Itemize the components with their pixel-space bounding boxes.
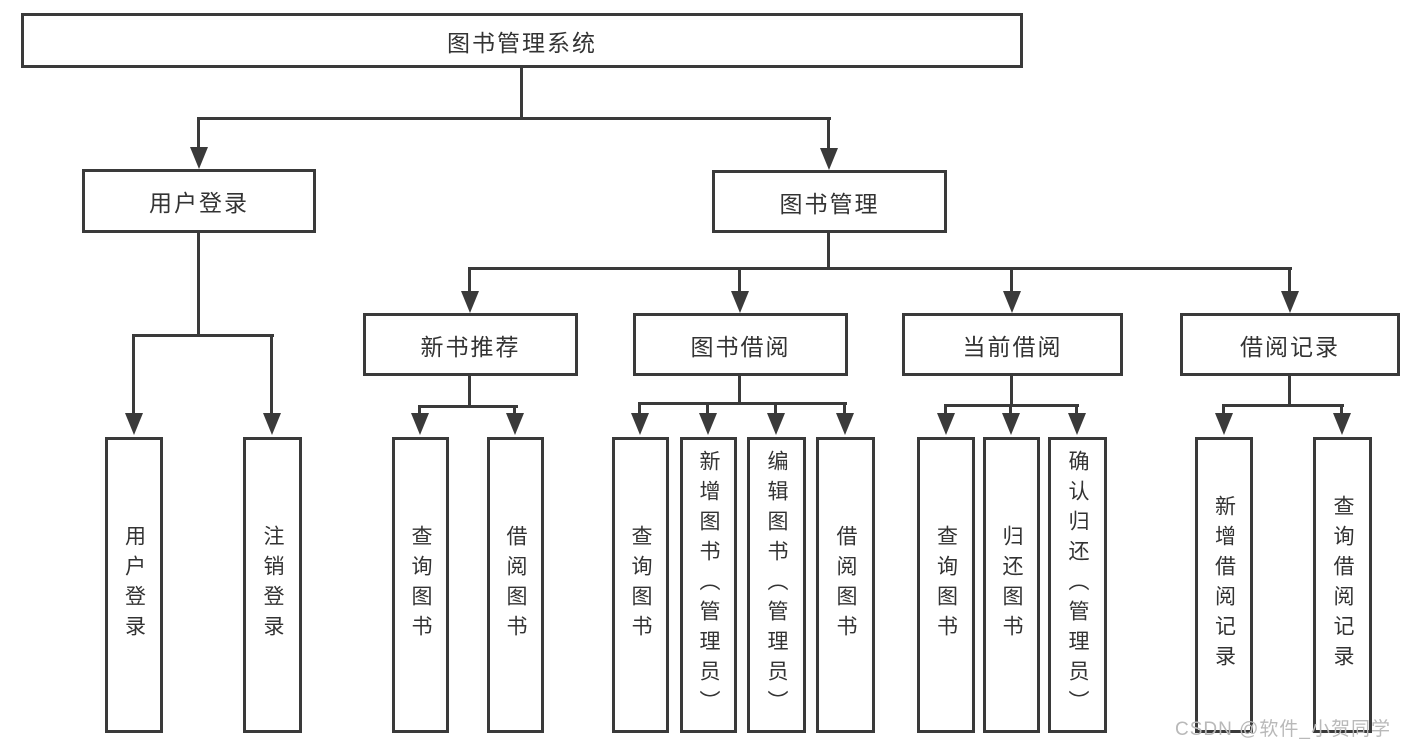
connector-line	[944, 404, 947, 415]
leaf-logout: 注销登录	[243, 437, 302, 733]
node-label: 当前借阅	[962, 333, 1063, 360]
arrow-down-icon	[836, 413, 854, 435]
arrow-down-icon	[1333, 413, 1351, 435]
connector-line	[1075, 404, 1078, 415]
node-label: 图书管理系统	[447, 29, 597, 56]
leaf-edit-book-admin: 编辑图书（管理员）	[747, 437, 806, 733]
arrow-down-icon	[699, 413, 717, 435]
node-label: 图书借阅	[690, 333, 791, 360]
connector-line	[827, 233, 830, 270]
leaf-borrow-books-borrowing: 借阅图书	[816, 437, 875, 733]
connector-line	[520, 68, 523, 118]
connector-line	[197, 233, 200, 337]
arrow-down-icon	[631, 413, 649, 435]
connector-line	[638, 402, 847, 405]
connector-line	[1010, 267, 1013, 293]
node-label: 编辑图书（管理员）	[765, 450, 788, 720]
connector-line	[197, 117, 200, 150]
leaf-query-books-current: 查询图书	[917, 437, 975, 733]
node-label: 新增图书（管理员）	[697, 450, 720, 720]
node-label: 借阅图书	[834, 525, 857, 645]
connector-line	[468, 376, 471, 408]
connector-line	[418, 405, 518, 408]
node-new-book-recommendation: 新书推荐	[363, 313, 578, 376]
node-label: 注销登录	[261, 525, 284, 645]
node-label: 查询图书	[629, 525, 652, 645]
arrow-down-icon	[1281, 291, 1299, 313]
csdn-watermark: CSDN @软件_小贺同学	[1175, 719, 1391, 740]
connector-line	[1010, 376, 1013, 407]
arrow-down-icon	[461, 291, 479, 313]
leaf-query-borrow-record: 查询借阅记录	[1313, 437, 1372, 733]
arrow-down-icon	[506, 413, 524, 435]
connector-line	[843, 402, 846, 415]
connector-line	[468, 267, 471, 293]
node-label: 查询图书	[934, 525, 958, 645]
arrow-down-icon	[125, 413, 143, 435]
connector-line	[418, 405, 421, 415]
arrow-down-icon	[411, 413, 429, 435]
arrow-down-icon	[937, 413, 955, 435]
connector-line	[827, 117, 830, 150]
connector-line	[468, 267, 1292, 270]
arrow-down-icon	[731, 291, 749, 313]
node-label: 确认归还（管理员）	[1066, 450, 1089, 720]
leaf-confirm-return-admin: 确认归还（管理员）	[1048, 437, 1107, 733]
connector-line	[513, 405, 516, 415]
connector-line	[774, 402, 777, 415]
node-book-management: 图书管理	[712, 170, 947, 233]
leaf-return-book: 归还图书	[983, 437, 1040, 733]
node-label: 查询图书	[409, 525, 432, 645]
connector-line	[738, 376, 741, 405]
connector-line	[132, 334, 135, 415]
node-borrowing-records: 借阅记录	[1180, 313, 1400, 376]
node-library-management-system: 图书管理系统	[21, 13, 1023, 68]
leaf-borrow-books-recommend: 借阅图书	[487, 437, 544, 733]
arrow-down-icon	[1068, 413, 1086, 435]
arrow-down-icon	[820, 148, 838, 170]
node-label: 新书推荐	[420, 333, 521, 360]
connector-line	[1288, 267, 1291, 293]
arrow-down-icon	[1003, 291, 1021, 313]
connector-line	[1340, 404, 1343, 415]
arrow-down-icon	[1002, 413, 1020, 435]
arrow-down-icon	[263, 413, 281, 435]
node-label: 归还图书	[1000, 525, 1023, 645]
node-label: 查询借阅记录	[1331, 495, 1354, 675]
connector-line	[1222, 404, 1225, 415]
node-label: 图书管理	[779, 190, 880, 217]
node-label: 用户登录	[122, 525, 146, 645]
connector-line	[1288, 376, 1291, 407]
node-current-borrowing: 当前借阅	[902, 313, 1123, 376]
connector-line	[1222, 404, 1344, 407]
connector-line	[1009, 404, 1012, 415]
node-label: 借阅图书	[504, 525, 527, 645]
node-label: 借阅记录	[1240, 333, 1340, 360]
node-label: 新增借阅记录	[1212, 495, 1236, 675]
leaf-query-books-recommend: 查询图书	[392, 437, 449, 733]
arrow-down-icon	[190, 147, 208, 169]
connector-line	[638, 402, 641, 415]
connector-line	[270, 334, 273, 415]
leaf-add-book-admin: 新增图书（管理员）	[680, 437, 737, 733]
connector-line	[738, 267, 741, 293]
arrow-down-icon	[1215, 413, 1233, 435]
node-book-borrowing: 图书借阅	[633, 313, 848, 376]
arrow-down-icon	[767, 413, 785, 435]
node-label: 用户登录	[149, 190, 249, 216]
connector-line	[706, 402, 709, 415]
leaf-add-borrow-record: 新增借阅记录	[1195, 437, 1253, 733]
connector-line	[197, 117, 831, 120]
leaf-user-login: 用户登录	[105, 437, 163, 733]
leaf-query-books-borrowing: 查询图书	[612, 437, 669, 733]
node-user-login: 用户登录	[82, 169, 316, 233]
connector-line	[132, 334, 274, 337]
